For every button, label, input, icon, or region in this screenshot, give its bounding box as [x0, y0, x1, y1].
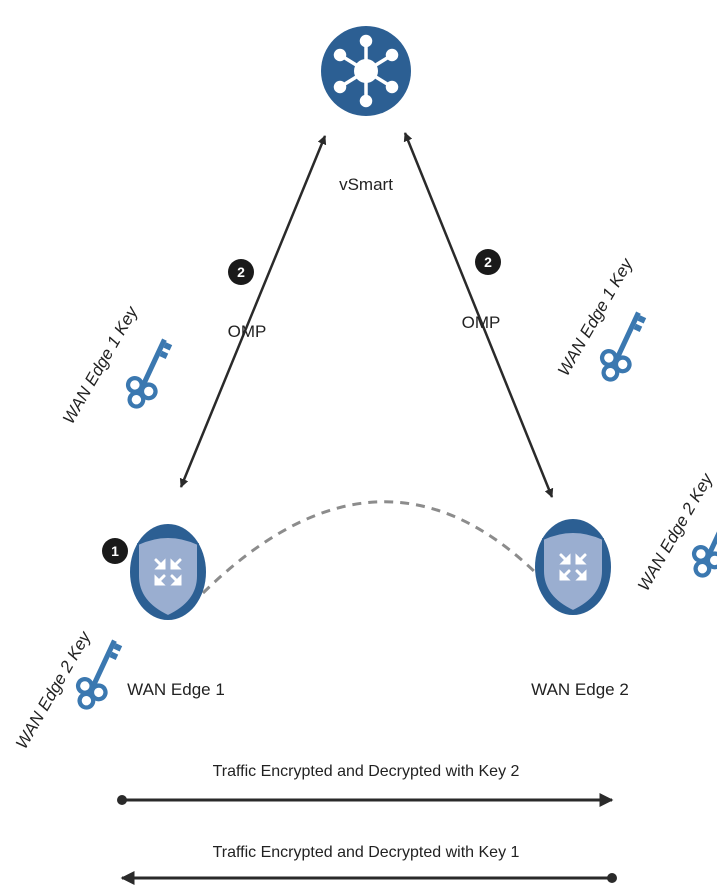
step-badge-right-number: 2 [484, 254, 492, 270]
dashed-tunnel [201, 500, 540, 595]
key-edge2-upper: WAN Edge 1 Key [554, 254, 652, 385]
key-edge2-lower: WAN Edge 2 Key [634, 469, 717, 594]
omp-left-group: 2 OMP [228, 259, 267, 341]
key-icon [120, 334, 177, 412]
traffic-label-key1: Traffic Encrypted and Decrypted with Key… [213, 844, 520, 861]
key-edge1-lower: WAN Edge 2 Key [12, 627, 128, 752]
traffic-row-key2: Traffic Encrypted and Decrypted with Key… [117, 763, 614, 807]
wan-edge-1-node: WAN Edge 1 1 [102, 522, 225, 699]
traffic-label-key2: Traffic Encrypted and Decrypted with Key… [213, 763, 520, 780]
key-edge1-upper: WAN Edge 1 Key [59, 302, 178, 427]
key-label-edge1-upper: WAN Edge 1 Key [59, 302, 142, 427]
router-shield-icon [533, 517, 613, 617]
step-badge-right [475, 249, 501, 275]
step-badge-edge1 [102, 538, 128, 564]
vsmart-hub-icon [321, 26, 411, 116]
step-badge-edge1-number: 1 [111, 543, 119, 559]
omp-left-label: OMP [228, 322, 267, 341]
step-badge-left-number: 2 [237, 264, 245, 280]
vsmart-label: vSmart [339, 175, 393, 194]
wan-edge-2-node: WAN Edge 2 [531, 517, 629, 699]
key-label-edge1-lower: WAN Edge 2 Key [12, 627, 95, 752]
step-badge-left [228, 259, 254, 285]
traffic-arrow-key1-tail [607, 873, 617, 883]
key-label-edge2-upper: WAN Edge 1 Key [554, 254, 637, 379]
omp-right-group: 2 OMP [462, 249, 501, 332]
wan-edge-1-label: WAN Edge 1 [127, 680, 225, 699]
wan-edge-2-label: WAN Edge 2 [531, 680, 629, 699]
omp-arrow-left [179, 135, 327, 488]
omp-arrow-right [403, 132, 554, 498]
omp-right-label: OMP [462, 313, 501, 332]
vsmart-node: vSmart [321, 26, 411, 194]
router-shield-icon [128, 522, 208, 622]
traffic-arrow-key2-tail [117, 795, 127, 805]
traffic-row-key1: Traffic Encrypted and Decrypted with Key… [120, 844, 617, 885]
